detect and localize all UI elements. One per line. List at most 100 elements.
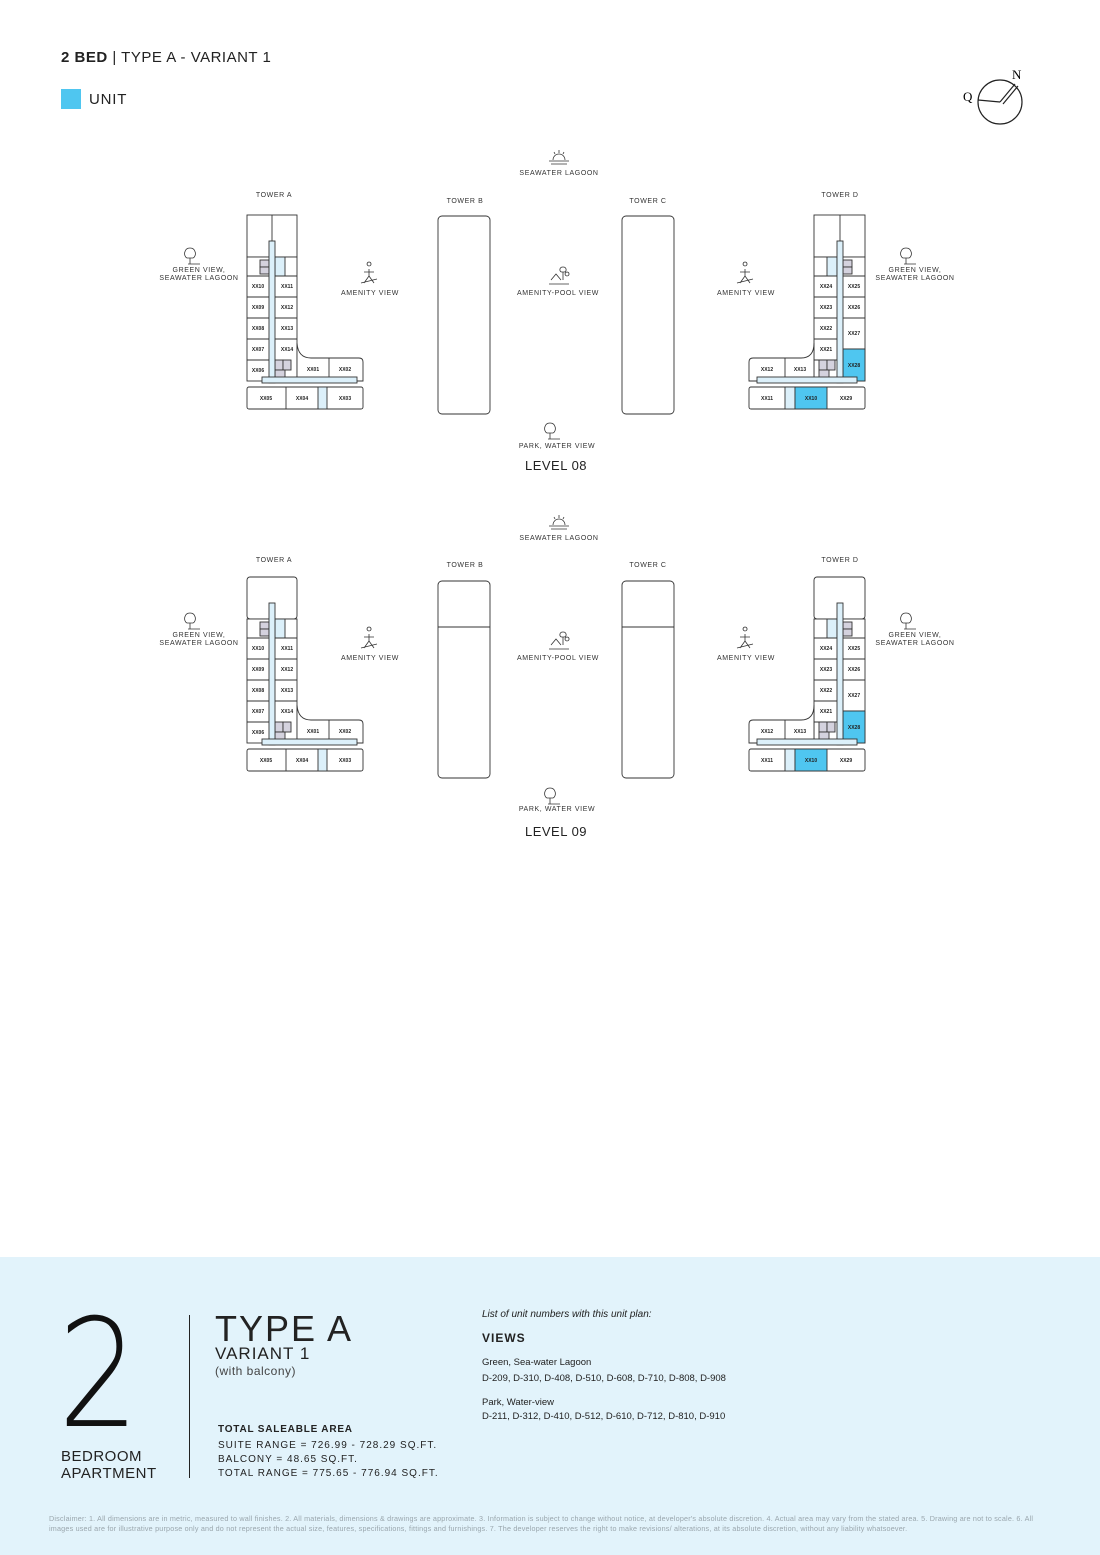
amenity-view-left-label: AMENITY VIEW <box>340 655 400 662</box>
unit-label: XX14 <box>281 347 293 353</box>
lift-core <box>282 721 292 733</box>
shaft <box>274 618 286 639</box>
tree-icon <box>900 247 916 265</box>
green-view-right-label: GREEN VIEW, <box>888 632 942 639</box>
view-name: Park, Water-view <box>482 1397 554 1408</box>
green-view-right-label: SEAWATER LAGOON <box>875 275 955 282</box>
stair-core <box>842 621 853 630</box>
shaft <box>826 618 838 639</box>
tower-b-plan <box>437 580 491 779</box>
tower-c-plan <box>621 580 675 779</box>
icon-path <box>360 261 378 284</box>
icon-path <box>184 247 200 265</box>
apartment-label: APARTMENT <box>61 1465 157 1482</box>
views-title: VIEWS <box>482 1331 526 1345</box>
green-view-left-label: GREEN VIEW, <box>172 632 226 639</box>
tower-c-label: TOWER C <box>629 198 667 205</box>
unit-type-title: TYPE A - VARIANT 1 <box>121 49 272 66</box>
unit-label: XX11 <box>281 646 293 652</box>
lift-core <box>274 721 284 733</box>
unit-label: XX24 <box>820 284 832 290</box>
green-view-left-label: SEAWATER LAGOON <box>159 640 239 647</box>
lift-core <box>818 731 830 742</box>
unit-label: XX27 <box>848 331 860 337</box>
unit-label: XX10 <box>252 646 264 652</box>
tower-a-label: TOWER A <box>255 557 293 564</box>
top-room <box>813 214 866 258</box>
unit-label: XX02 <box>339 729 351 735</box>
unit-label: XX25 <box>848 284 860 290</box>
icon-path <box>544 787 560 805</box>
area-title: TOTAL SALEABLE AREA <box>218 1424 353 1435</box>
bottom-view-label: PARK, WATER VIEW <box>518 806 596 813</box>
stair-core <box>259 259 270 268</box>
lift-core <box>826 359 836 371</box>
top-room <box>246 576 298 620</box>
top-view-label: SEAWATER LAGOON <box>519 170 599 177</box>
green-view-right-label: SEAWATER LAGOON <box>875 640 955 647</box>
unit-label: XX25 <box>848 646 860 652</box>
unit-label: XX07 <box>252 347 264 353</box>
corridor <box>756 376 858 384</box>
unit-label: XX29 <box>840 396 852 402</box>
tower-d-block <box>813 256 866 382</box>
stair-core <box>259 621 270 630</box>
unit-label: XX14 <box>281 709 293 715</box>
tree-icon <box>900 612 916 630</box>
lift-core <box>274 369 286 380</box>
tower-d-wing <box>748 704 815 744</box>
tree-icon <box>184 247 200 265</box>
unit-label: XX21 <box>820 347 832 353</box>
unit-label: XX13 <box>794 367 806 373</box>
icon-path <box>900 247 916 265</box>
tower-b-plan <box>437 215 491 415</box>
highlighted-unit <box>842 348 866 382</box>
corridor <box>836 240 844 384</box>
unit-label: XX06 <box>252 368 264 374</box>
amenity-view-right-label: AMENITY VIEW <box>716 290 776 297</box>
unit-label: XX06 <box>252 730 264 736</box>
lift-core <box>818 369 830 380</box>
variant-note: (with balcony) <box>215 1364 297 1378</box>
tower-b-label: TOWER B <box>446 198 484 205</box>
tower-a-wing <box>296 342 364 382</box>
pool-trees-icon <box>549 266 570 285</box>
unit-label: XX21 <box>820 709 832 715</box>
unit-label: XX27 <box>848 693 860 699</box>
variant-title: VARIANT 1 <box>215 1344 311 1363</box>
view-name: Green, Sea-water Lagoon <box>482 1357 592 1368</box>
lift-core <box>818 721 828 733</box>
tree-icon <box>544 787 560 805</box>
total-range: TOTAL RANGE = 775.65 - 776.94 SQ.FT. <box>218 1468 439 1479</box>
icon-path <box>900 612 916 630</box>
unit-label: XX12 <box>761 367 773 373</box>
top-view-label: SEAWATER LAGOON <box>519 535 599 542</box>
tower-c-plan <box>621 215 675 415</box>
panel-divider <box>189 1315 190 1478</box>
unit-label: XX04 <box>296 396 308 402</box>
unit-label: XX13 <box>794 729 806 735</box>
unit-label: XX05 <box>260 396 272 402</box>
bedroom-apartment-label: BEDROOM APARTMENT <box>61 1448 157 1482</box>
shaft <box>784 386 796 410</box>
unit-label: XX05 <box>260 758 272 764</box>
unit-label: XX07 <box>252 709 264 715</box>
amenity-pool-view-label: AMENITY-POOL VIEW <box>516 290 600 297</box>
tower-a-label: TOWER A <box>255 192 293 199</box>
unit-label: XX22 <box>820 688 832 694</box>
amenity-icon <box>360 626 378 649</box>
stair-core <box>259 628 270 637</box>
unit-label: XX08 <box>252 326 264 332</box>
unit-label: XX02 <box>339 367 351 373</box>
shaft <box>317 748 328 772</box>
unit-label: XX26 <box>848 667 860 673</box>
tower-c-label: TOWER C <box>629 562 667 569</box>
highlighted-unit <box>842 710 866 744</box>
unit-label: XX24 <box>820 646 832 652</box>
tower-d-label: TOWER D <box>821 557 859 564</box>
unit-label: XX10 <box>252 284 264 290</box>
tower-d-wing <box>748 342 815 382</box>
tower-a-block <box>246 256 298 382</box>
